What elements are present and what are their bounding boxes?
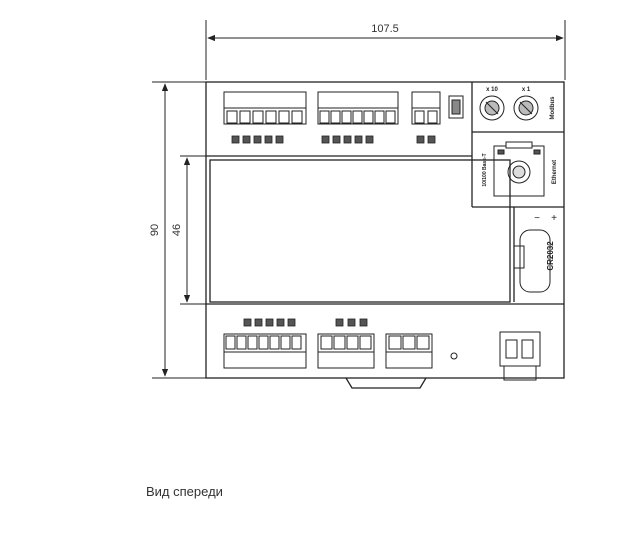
front-window (209, 159, 511, 303)
bottom-terminal-block-1 (223, 333, 307, 369)
width-dimension: 107.5 (205, 20, 566, 80)
bottom-terminal-block-2 (317, 333, 375, 369)
total-height-dimension: 90 (149, 81, 206, 379)
ethernet-label: Ethernet (552, 160, 558, 184)
inner-height-dimension: 46 (171, 155, 206, 305)
bottom-leds-1 (243, 318, 296, 327)
top-leds-3 (416, 135, 436, 144)
ethernet-port (493, 141, 545, 197)
indicator-hole (450, 352, 458, 360)
bottom-terminal-block-3 (385, 333, 433, 369)
rotary-switch-x1 (513, 95, 539, 121)
top-terminal-block-1 (223, 91, 307, 125)
battery-compartment (513, 229, 551, 293)
rotary-switch-x10 (479, 95, 505, 121)
width-dimension-label: 107.5 (371, 23, 399, 35)
inner-height-dimension-label: 46 (171, 224, 183, 236)
total-height-dimension-label: 90 (149, 224, 161, 236)
battery-label: CR2032 (546, 241, 555, 271)
service-button (448, 95, 464, 119)
top-terminal-block-2 (317, 91, 399, 125)
top-terminal-block-3 (411, 91, 441, 125)
bottom-leds-2 (335, 318, 368, 327)
ethernet-speed-label: 10/100 Base-T (482, 153, 488, 186)
battery-minus-label: − (534, 213, 540, 224)
device-body (205, 81, 565, 389)
top-leds-2 (321, 135, 374, 144)
multiplier-x10-label: x 10 (486, 87, 498, 93)
power-connector (499, 331, 541, 381)
battery-plus-label: + (551, 213, 557, 224)
modbus-label: Modbus (550, 96, 556, 120)
multiplier-x1-label: x 1 (522, 87, 531, 93)
din-rail-clip (345, 377, 427, 389)
drawing-caption: Вид спереди (146, 484, 223, 499)
top-leds-1 (231, 135, 284, 144)
